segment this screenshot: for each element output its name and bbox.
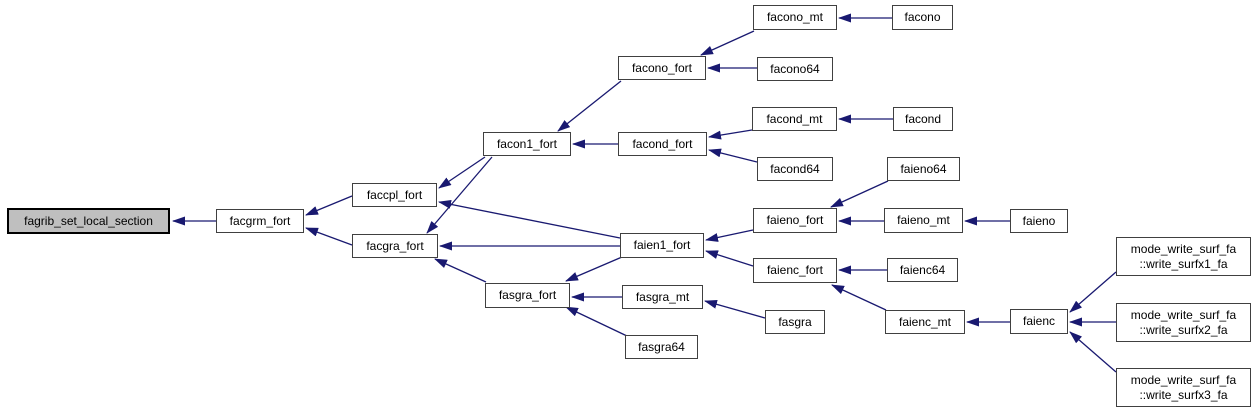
edge-facon1_fort-to-faccpl_fort — [438, 156, 486, 189]
node-label: facono — [904, 10, 941, 24]
edge-faien1_fort-to-faccpl_fort — [438, 199, 621, 239]
edge-facond_mt-to-facond_fort — [708, 129, 753, 140]
node-label: faieno_fort — [766, 213, 824, 227]
node-label: faienc_fort — [766, 263, 824, 277]
node-label: facono_mt — [766, 10, 824, 24]
edge-faienc_mt-to-faienc_fort — [831, 284, 887, 311]
node-faien1_fort[interactable]: faien1_fort — [620, 233, 704, 258]
edge-faien1_fort-to-fasgra_fort — [565, 256, 623, 282]
node-label: mode_write_surf_fa — [1130, 307, 1237, 322]
edge-faieno_fort-to-faien1_fort — [705, 229, 754, 242]
node-facono_mt[interactable]: facono_mt — [753, 5, 837, 30]
node-write_surfx1_fa[interactable]: mode_write_surf_fa::write_surfx1_fa — [1116, 237, 1251, 276]
edge-faieno64-to-faieno_fort — [830, 180, 889, 208]
node-label: faienc64 — [899, 262, 946, 277]
edge-facgra_fort-to-facgrm_fort — [305, 227, 353, 246]
node-facond[interactable]: facond — [893, 107, 953, 131]
node-faieno_mt[interactable]: faieno_mt — [884, 208, 963, 233]
edge-facono_mt-to-facono_fort — [700, 30, 755, 56]
node-label: fasgra_fort — [498, 288, 557, 302]
node-facono_fort[interactable]: facono_fort — [618, 56, 706, 80]
edge-facono_fort-to-facon1_fort — [557, 80, 622, 132]
node-facon1_fort[interactable]: facon1_fort — [483, 132, 571, 156]
node-label: facond64 — [770, 161, 820, 176]
node-faieno_fort[interactable]: faieno_fort — [753, 208, 837, 233]
node-label: mode_write_surf_fa — [1130, 372, 1237, 387]
node-label: faieno — [1022, 213, 1056, 228]
node-facono64[interactable]: facono64 — [757, 57, 833, 81]
node-fasgra_fort[interactable]: fasgra_fort — [485, 283, 570, 308]
node-label: facono64 — [770, 61, 820, 76]
node-label: fasgra — [778, 314, 812, 329]
edge-fasgra_fort-to-facgra_fort — [434, 258, 487, 283]
edge-write_surfx1_fa-to-faienc — [1069, 271, 1117, 313]
node-label: fagrib_set_local_section — [24, 213, 153, 228]
node-label: facono_fort — [631, 60, 693, 75]
node-label: faienc — [1022, 314, 1056, 328]
node-fagrib_set_local_section: fagrib_set_local_section — [7, 208, 170, 234]
node-faienc64[interactable]: faienc64 — [887, 258, 958, 282]
node-facono[interactable]: facono — [892, 5, 953, 30]
edge-fasgra64-to-fasgra_fort — [565, 306, 628, 337]
edge-faccpl_fort-to-facgrm_fort — [305, 195, 353, 216]
node-fasgra64[interactable]: fasgra64 — [625, 335, 698, 359]
node-label: faieno64 — [900, 161, 947, 176]
node-label: facond — [904, 111, 942, 126]
node-faccpl_fort[interactable]: faccpl_fort — [352, 183, 437, 207]
node-faieno64[interactable]: faieno64 — [887, 157, 960, 181]
node-label: facgrm_fort — [229, 213, 291, 228]
node-label: mode_write_surf_fa — [1130, 241, 1237, 256]
node-label: facond_fort — [632, 136, 693, 151]
node-fasgra[interactable]: fasgra — [765, 310, 825, 334]
edge-facond64-to-facond_fort — [708, 148, 758, 163]
node-label: ::write_surfx3_fa — [1139, 387, 1228, 402]
node-label: fasgra_mt — [635, 289, 690, 304]
edge-facon1_fort-to-facgra_fort — [426, 156, 493, 234]
node-label: faccpl_fort — [366, 187, 423, 202]
node-label: fasgra64 — [638, 339, 685, 354]
node-facgra_fort[interactable]: facgra_fort — [352, 234, 438, 258]
node-label: facond_mt — [766, 111, 823, 126]
edge-faienc_fort-to-faien1_fort — [705, 250, 754, 267]
node-label: facgra_fort — [366, 238, 424, 253]
node-faienc_fort[interactable]: faienc_fort — [753, 258, 837, 283]
node-write_surfx2_fa[interactable]: mode_write_surf_fa::write_surfx2_fa — [1116, 303, 1251, 342]
node-faienc_mt[interactable]: faienc_mt — [885, 310, 965, 334]
node-facgrm_fort[interactable]: facgrm_fort — [216, 209, 304, 233]
node-label: faienc_mt — [898, 314, 952, 329]
node-faieno[interactable]: faieno — [1010, 209, 1068, 233]
node-label: ::write_surfx2_fa — [1139, 322, 1228, 337]
node-write_surfx3_fa[interactable]: mode_write_surf_fa::write_surfx3_fa — [1116, 368, 1251, 407]
node-fasgra_mt[interactable]: fasgra_mt — [622, 285, 703, 309]
node-label: ::write_surfx1_fa — [1139, 256, 1228, 271]
node-facond64[interactable]: facond64 — [757, 157, 833, 181]
edge-write_surfx3_fa-to-faienc — [1069, 331, 1117, 373]
node-label: faien1_fort — [633, 238, 691, 252]
node-facond_mt[interactable]: facond_mt — [752, 107, 837, 131]
node-facond_fort[interactable]: facond_fort — [618, 132, 707, 156]
node-label: facon1_fort — [496, 136, 558, 151]
node-label: faieno_mt — [897, 213, 950, 227]
edge-fasgra-to-fasgra_mt — [704, 299, 766, 319]
node-faienc[interactable]: faienc — [1010, 309, 1068, 334]
